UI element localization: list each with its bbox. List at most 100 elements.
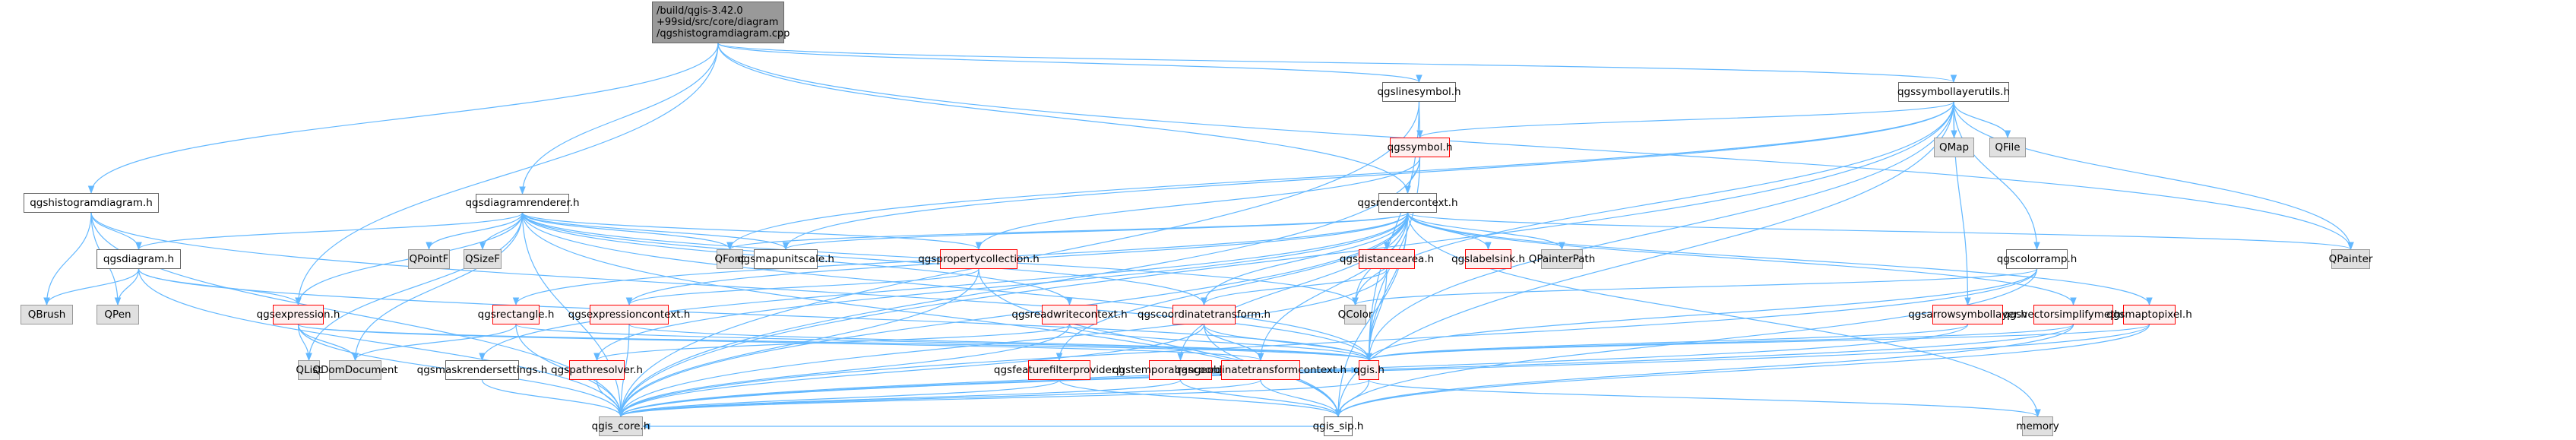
edge-diagramrenderer-to-QFont <box>521 212 733 251</box>
edge-expressioncontext-to-qgis <box>628 324 1372 362</box>
edge-root-to-expression <box>295 43 719 306</box>
edge-diagramrenderer-to-QPointF <box>426 212 524 251</box>
edge-colorramp-to-qgis <box>1366 268 2038 362</box>
edge-diagram-to-QBrush <box>43 268 140 306</box>
edge-expression-to-coordinatetransformcontext <box>297 324 1264 362</box>
edge-expressioncontext-to-qgis_core <box>617 324 630 418</box>
edge-qgis-to-qgis_sip <box>1334 379 1370 418</box>
node-symbol[interactable]: qgssymbol.h <box>1388 138 1452 157</box>
node-expression[interactable]: qgsexpression.h <box>257 305 340 324</box>
edge-symbollayerutils-to-QPainter <box>1953 101 2354 251</box>
edge-histogramdiagram-to-qgis <box>90 212 1372 362</box>
node-diagramrenderer[interactable]: qgsdiagramrenderer.h <box>465 194 580 213</box>
node-colorramp[interactable]: qgscolorramp.h <box>1997 249 2077 269</box>
node-qcolor[interactable]: QColor <box>1338 305 1372 324</box>
edge-diagramrenderer-to-QDomDocument <box>352 212 524 362</box>
edge-root-to-QPainter <box>717 43 2354 251</box>
node-readwritecontext[interactable]: qgsreadwritecontext.h <box>1011 305 1128 324</box>
node-maskrendersettings[interactable]: qgsmaskrendersettings.h <box>417 360 547 380</box>
edge-rendercontext-to-coordinatetransformcontext <box>1257 212 1409 362</box>
edge-rendercontext-to-memory <box>1407 212 2041 418</box>
edge-rendercontext-to-QFont <box>726 212 1409 251</box>
edge-maskrendersettings-to-qgis_core <box>481 379 625 418</box>
node-distancearea[interactable]: qgsdistancearea.h <box>1340 249 1434 269</box>
node-propertycollection[interactable]: qgspropertycollection.h <box>918 249 1040 269</box>
edge-rendercontext-to-labelsink <box>1407 212 1492 251</box>
edge-rendercontext-to-featurefilterprovider <box>1055 212 1409 362</box>
edge-diagramrenderer-to-QColor <box>521 212 1359 306</box>
edge-vectorsimplifymethod-to-qgis <box>1366 324 2074 362</box>
edge-coordinatetransform-to-qgis_core <box>617 324 1205 418</box>
edge-histogramdiagram-to-QBrush <box>43 212 92 306</box>
edge-expression-to-QList <box>297 324 312 362</box>
node-symbollayerutils[interactable]: qgssymbollayerutils.h <box>1897 82 2010 102</box>
node-pathresolver[interactable]: qgspathresolver.h <box>551 360 643 380</box>
edge-rendercontext-to-maskrendersettings <box>479 212 1409 362</box>
edge-root-to-diagramrenderer <box>519 43 719 195</box>
edge-temporalrangeobject-to-qgis_sip <box>1179 379 1342 418</box>
node-qfont[interactable]: QFont <box>714 249 745 269</box>
node-qpainterpath[interactable]: QPainterPath <box>1529 249 1595 269</box>
edge-diagramrenderer-to-coordinatetransform <box>521 212 1207 306</box>
edge-symbollayerutils-to-colorramp <box>1953 101 2040 251</box>
node-qfile[interactable]: QFile <box>1989 138 2026 157</box>
node-rectangle[interactable]: qgsrectangle.h <box>478 305 554 324</box>
edge-diagramrenderer-to-qgis_core <box>521 212 625 418</box>
edge-colorramp-to-qgis_sip <box>1334 268 2038 418</box>
edge-expression-to-QDomDocument <box>297 324 359 362</box>
node-rendercontext[interactable]: qgsrendercontext.h <box>1357 193 1458 213</box>
node-arrowsymbollayer[interactable]: qgsarrowsymbollayer.h <box>1908 305 2027 324</box>
node-qsizef[interactable]: QSizeF <box>464 249 502 269</box>
edge-propertycollection-to-qgis_sip <box>978 268 1342 418</box>
node-qpainter[interactable]: QPainter <box>2329 249 2372 269</box>
node-histogramdiagram[interactable]: qgshistogramdiagram.h <box>24 193 159 213</box>
node-qgis[interactable]: qgis.h <box>1353 360 1385 380</box>
edge-diagramrenderer-to-propertycollection <box>521 212 983 251</box>
edge-featurefilterprovider-to-qgis_sip <box>1059 379 1342 418</box>
node-qlist[interactable]: QList <box>296 360 322 380</box>
node-mapunitscale[interactable]: qgsmapunitscale.h <box>737 249 834 269</box>
node-qdomdocument[interactable]: QDomDocument <box>312 360 398 380</box>
node-labelsink[interactable]: qgslabelsink.h <box>1451 249 1525 269</box>
edge-propertycollection-to-expressioncontext <box>625 268 979 306</box>
node-qgis-core[interactable]: qgis_core.h <box>592 416 650 436</box>
node-vectorsimplifymethod[interactable]: qgsvectorsimplifymethod.h <box>2003 305 2144 324</box>
node-qmap[interactable]: QMap <box>1934 138 1974 157</box>
node-linesymbol[interactable]: qgslinesymbol.h <box>1377 82 1461 102</box>
edge-root-to-histogramdiagram <box>87 43 719 195</box>
node-qpen[interactable]: QPen <box>97 305 139 324</box>
node-memory[interactable]: memory <box>2016 416 2059 436</box>
edge-root-to-rendercontext <box>717 43 1411 195</box>
edge-diagram-to-QPen <box>114 268 140 306</box>
edge-arrowsymbollayer-to-qgis <box>1366 324 1969 362</box>
edge-vectorsimplifymethod-to-qgis_sip <box>1334 324 2074 418</box>
edge-symbol-to-qgis_core <box>617 157 1421 418</box>
edge-symbollayerutils-to-symbol <box>1416 101 1954 139</box>
node-coordinatetransform[interactable]: qgscoordinatetransform.h <box>1138 305 1271 324</box>
node-expressioncontext[interactable]: qgsexpressioncontext.h <box>568 305 690 324</box>
node-qbrush[interactable]: QBrush <box>21 305 73 324</box>
edge-rectangle-to-qgis_core <box>515 324 625 418</box>
edge-rendercontext-to-maptopixel <box>1407 212 2153 306</box>
node-featurefilterprovider[interactable]: qgsfeaturefilterprovider.h <box>994 360 1125 380</box>
edge-rendercontext-to-coordinatetransform <box>1201 212 1409 306</box>
edge-linesymbol-to-qgis_core <box>617 101 1420 418</box>
node-root[interactable]: /build/qgis-3.42.0 +99sid/src/core/diagr… <box>652 2 790 43</box>
edge-diagramrenderer-to-diagram <box>135 212 524 251</box>
edge-rendercontext-to-vectorsimplifymethod <box>1407 212 2077 306</box>
edge-diagramrenderer-to-QSizeF <box>479 212 524 251</box>
edge-temporalrangeobject-to-qgis_core <box>617 379 1182 418</box>
edge-symbollayerutils-to-qgis_sip <box>1334 101 1954 418</box>
edge-rendercontext-to-qgis_sip <box>1334 212 1409 418</box>
node-maptopixel[interactable]: qgsmaptopixel.h <box>2106 305 2192 324</box>
edge-rendercontext-to-QPainter <box>1407 212 2354 251</box>
edge-rendercontext-to-expressioncontext <box>625 212 1409 306</box>
node-coordinatetransformcontext[interactable]: qgscoordinatetransformcontext.h <box>1175 360 1347 380</box>
node-qpointf[interactable]: QPointF <box>408 249 450 269</box>
node-qgis-sip[interactable]: qgis_sip.h <box>1313 416 1363 436</box>
node-diagram[interactable]: qgsdiagram.h <box>97 249 181 269</box>
edge-diagram-to-qgis <box>138 268 1372 362</box>
edge-symbollayerutils-to-QFont <box>726 101 1954 251</box>
edge-readwritecontext-to-qgis_core <box>617 324 1071 418</box>
